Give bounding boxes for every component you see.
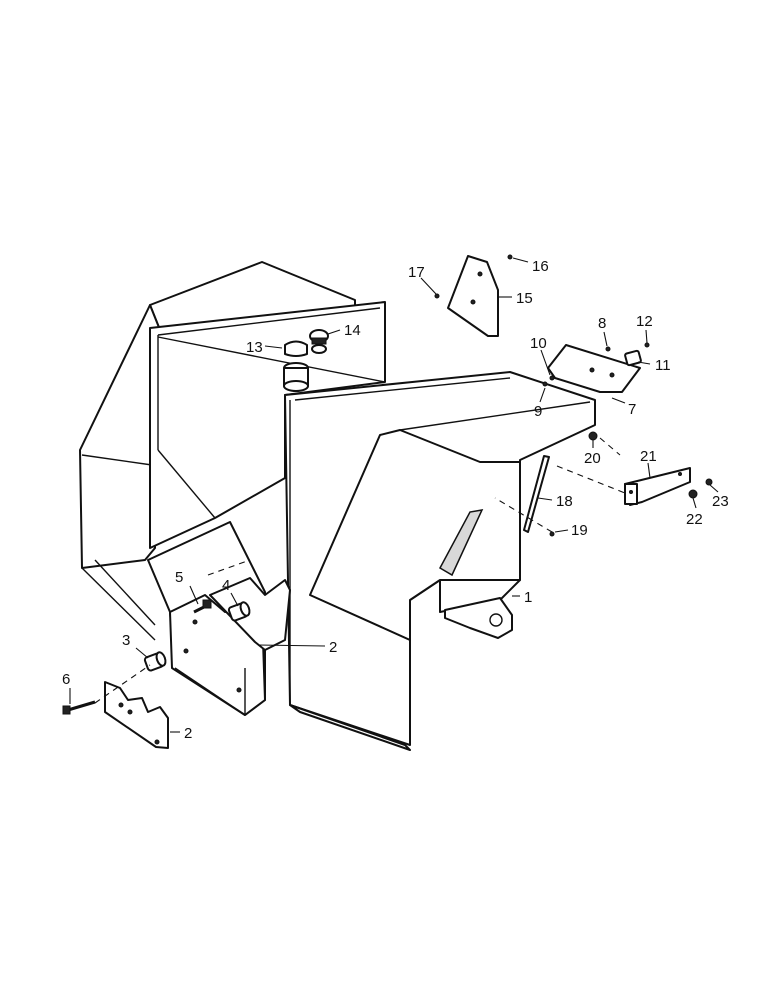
callout-17: 17 [408, 264, 425, 281]
fill-cap-part-13 [283, 340, 309, 392]
callout-labels: 1 2 2 3 4 5 6 7 8 9 10 11 12 13 14 15 16… [62, 258, 729, 742]
knob-part-14 [309, 329, 329, 354]
bushing-part-3 [143, 651, 167, 672]
screw-part-19 [549, 531, 555, 537]
plate-part-15 [447, 255, 499, 337]
callout-9: 9 [534, 403, 542, 420]
callout-4: 4 [222, 577, 230, 594]
lower-mount-assembly [143, 521, 291, 716]
washer-part-10 [549, 375, 555, 381]
callout-21: 21 [640, 448, 657, 465]
callout-8: 8 [598, 315, 606, 332]
washer-part-12 [644, 342, 650, 348]
callout-7: 7 [628, 401, 636, 418]
callout-18: 18 [556, 493, 573, 510]
bushing-part-4 [227, 601, 251, 622]
callout-6: 6 [62, 671, 70, 688]
callout-22: 22 [686, 511, 703, 528]
callout-11: 11 [655, 357, 671, 374]
pin-part-11 [624, 349, 642, 367]
screw-part-17 [434, 293, 440, 299]
callout-2-lower: 2 [184, 725, 192, 742]
bolt-part-6 [62, 700, 96, 715]
callout-2-upper: 2 [329, 639, 337, 656]
bracket-part-7 [547, 344, 641, 393]
hopper-body [79, 261, 596, 751]
washer-part-8 [605, 346, 611, 352]
callout-23: 23 [712, 493, 729, 510]
rod-part-18 [523, 455, 550, 533]
washer-part-22 [688, 489, 698, 499]
callout-15: 15 [516, 290, 533, 307]
nut-part-20 [588, 431, 598, 441]
nut-part-23 [705, 478, 713, 486]
leader-lines [69, 257, 719, 733]
callout-16: 16 [532, 258, 549, 275]
callout-1: 1 [524, 589, 532, 606]
screw-part-16 [507, 254, 513, 260]
bracket-part-21 [624, 467, 691, 506]
callout-5: 5 [175, 569, 183, 586]
mounting-plate-part-2 [104, 681, 169, 749]
bolt-part-5 [193, 599, 212, 614]
callout-3: 3 [122, 632, 130, 649]
callout-14: 14 [344, 322, 361, 339]
callout-20: 20 [584, 450, 601, 467]
callout-12: 12 [636, 313, 653, 330]
callout-13: 13 [246, 339, 263, 356]
callout-19: 19 [571, 522, 588, 539]
washer-part-9 [542, 381, 548, 387]
callout-10: 10 [530, 335, 547, 352]
